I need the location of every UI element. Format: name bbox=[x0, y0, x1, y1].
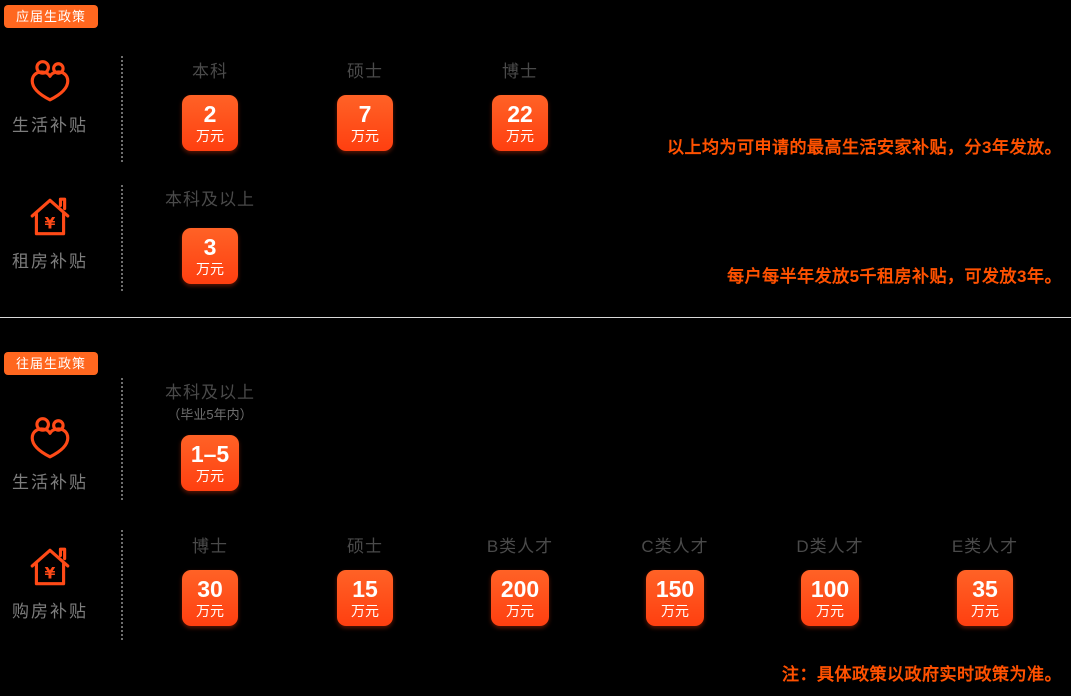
badge-fresh-graduate-policy: 应届生政策 bbox=[4, 5, 99, 28]
row-label: 购房补贴 bbox=[12, 602, 88, 621]
subsidy-group: B类人才 200 万元 bbox=[460, 537, 580, 626]
amount-value: 150 bbox=[655, 576, 695, 602]
amount-box: 22 万元 bbox=[492, 95, 548, 151]
groups: 本科 2 万元 硕士 7 万元 博士 22 万元 bbox=[150, 62, 615, 151]
talent-header: C类人才 bbox=[641, 537, 709, 556]
row-label-block: ¥ 租房补贴 bbox=[4, 194, 96, 272]
row-living-subsidy-previous: 生活补贴 本科及以上 （毕业5年内） 1–5 万元 bbox=[0, 378, 1071, 505]
row-living-subsidy-fresh: 生活补贴 本科 2 万元 硕士 7 万元 博士 22 bbox=[0, 56, 1071, 168]
amount-unit: 万元 bbox=[816, 603, 844, 619]
amount-box: 15 万元 bbox=[337, 570, 393, 626]
amount-box: 30 万元 bbox=[182, 570, 238, 626]
row-purchase-subsidy-previous: ¥ 购房补贴 博士 30 万元 硕士 15 万元 B类人才 bbox=[0, 530, 1071, 644]
amount-value: 1–5 bbox=[190, 441, 230, 467]
row-label-block: ¥ 购房补贴 bbox=[4, 544, 96, 622]
amount-unit: 万元 bbox=[661, 603, 689, 619]
badge-previous-graduate-policy: 往届生政策 bbox=[4, 352, 99, 375]
degree-header: 博士 bbox=[502, 62, 538, 81]
amount-box: 200 万元 bbox=[490, 570, 550, 626]
amount-box: 100 万元 bbox=[800, 570, 860, 626]
row-note: 以上均为可申请的最高生活安家补贴，分3年发放。 bbox=[667, 138, 1062, 157]
groups: 本科及以上 3 万元 bbox=[150, 190, 305, 284]
row-label-block: 生活补贴 bbox=[4, 58, 96, 136]
subsidy-group: 博士 30 万元 bbox=[150, 537, 270, 626]
amount-value: 30 bbox=[197, 576, 223, 602]
amount-box: 35 万元 bbox=[957, 570, 1013, 626]
care-heart-icon bbox=[30, 60, 70, 102]
house-yuan-icon: ¥ bbox=[30, 547, 70, 586]
degree-header: 本科 bbox=[192, 62, 228, 81]
subsidy-group: E类人才 35 万元 bbox=[925, 537, 1045, 626]
amount-unit: 万元 bbox=[196, 468, 224, 484]
groups: 本科及以上 （毕业5年内） 1–5 万元 bbox=[150, 383, 305, 491]
talent-header: D类人才 bbox=[796, 537, 864, 556]
row-label-block: 生活补贴 bbox=[4, 415, 96, 493]
amount-unit: 万元 bbox=[351, 128, 379, 144]
amount-value: 100 bbox=[810, 576, 850, 602]
talent-header: B类人才 bbox=[486, 537, 554, 556]
amount-value: 200 bbox=[500, 576, 540, 602]
amount-value: 2 bbox=[203, 101, 217, 127]
row-label: 生活补贴 bbox=[12, 116, 88, 135]
amount-value: 7 bbox=[358, 101, 372, 127]
row-label: 生活补贴 bbox=[12, 473, 88, 492]
row-rent-subsidy-fresh: ¥ 租房补贴 本科及以上 3 万元 每户每半年发放5千租房补贴，可发放3年。 bbox=[0, 185, 1071, 296]
subsidy-group: 博士 22 万元 bbox=[460, 62, 580, 151]
degree-subheader: （毕业5年内） bbox=[167, 407, 253, 422]
amount-box: 3 万元 bbox=[182, 228, 238, 284]
subsidy-group: 本科及以上 （毕业5年内） 1–5 万元 bbox=[150, 383, 270, 491]
amount-box: 1–5 万元 bbox=[180, 435, 240, 491]
subsidy-group: 硕士 7 万元 bbox=[305, 62, 425, 151]
subsidy-group: 本科 2 万元 bbox=[150, 62, 270, 151]
amount-box: 7 万元 bbox=[337, 95, 393, 151]
subsidy-group: C类人才 150 万元 bbox=[615, 537, 735, 626]
degree-header: 硕士 bbox=[347, 62, 383, 81]
groups: 博士 30 万元 硕士 15 万元 B类人才 200 万元 bbox=[150, 537, 1071, 626]
amount-unit: 万元 bbox=[971, 603, 999, 619]
dotted-divider bbox=[121, 530, 123, 640]
talent-header: E类人才 bbox=[951, 537, 1019, 556]
subsidy-group: D类人才 100 万元 bbox=[770, 537, 890, 626]
amount-value: 22 bbox=[507, 101, 533, 127]
amount-value: 35 bbox=[972, 576, 998, 602]
amount-value: 15 bbox=[352, 576, 378, 602]
degree-header: 本科及以上 bbox=[165, 383, 255, 402]
amount-unit: 万元 bbox=[506, 603, 534, 619]
subsidy-group: 本科及以上 3 万元 bbox=[150, 190, 270, 284]
svg-text:¥: ¥ bbox=[45, 214, 56, 233]
amount-unit: 万元 bbox=[506, 128, 534, 144]
house-yuan-icon: ¥ bbox=[30, 197, 70, 236]
talent-header: 硕士 bbox=[347, 537, 383, 556]
amount-unit: 万元 bbox=[351, 603, 379, 619]
dotted-divider bbox=[121, 185, 123, 291]
care-heart-icon bbox=[30, 417, 70, 459]
amount-box: 2 万元 bbox=[182, 95, 238, 151]
dotted-divider bbox=[121, 378, 123, 500]
svg-text:¥: ¥ bbox=[45, 564, 56, 583]
amount-box: 150 万元 bbox=[645, 570, 705, 626]
section-divider bbox=[0, 317, 1071, 318]
row-label: 租房补贴 bbox=[12, 252, 88, 271]
amount-unit: 万元 bbox=[196, 128, 224, 144]
footer-disclaimer: 注：具体政策以政府实时政策为准。 bbox=[782, 665, 1062, 684]
talent-header: 博士 bbox=[192, 537, 228, 556]
amount-unit: 万元 bbox=[196, 261, 224, 277]
amount-value: 3 bbox=[203, 234, 217, 260]
degree-header: 本科及以上 bbox=[165, 190, 255, 209]
dotted-divider bbox=[121, 56, 123, 162]
row-note: 每户每半年发放5千租房补贴，可发放3年。 bbox=[727, 267, 1062, 286]
amount-unit: 万元 bbox=[196, 603, 224, 619]
subsidy-group: 硕士 15 万元 bbox=[305, 537, 425, 626]
